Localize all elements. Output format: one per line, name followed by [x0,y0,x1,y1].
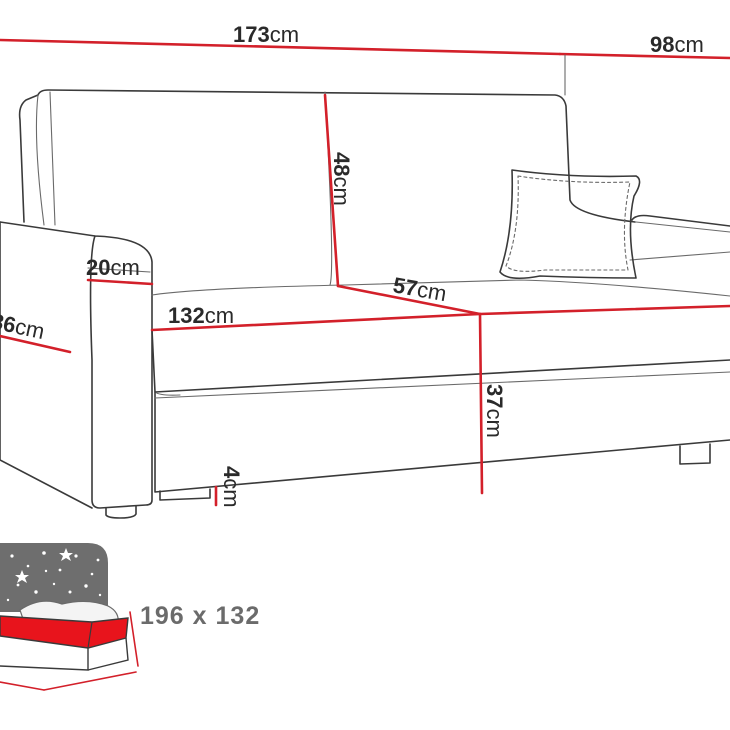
sofa-base [154,391,730,493]
dim-line-seat-width [150,312,482,332]
dim-line-seat-height [478,312,484,495]
label-seat-height: 37cm [482,384,507,438]
label-seat-depth: 57cm [391,272,448,306]
dim-line-seat-depth [336,284,482,316]
dim-line-seat-width-ext [478,304,730,316]
sofa-backrest-side [18,94,39,223]
throw-pillow [499,169,641,280]
dim-line-total-width [0,38,562,56]
label-total-height: 86cm [0,308,47,344]
label-total-depth: 98cm [650,32,704,57]
dim-line-back-height [323,93,340,288]
stars-icon [6,548,102,602]
sofa-right-arm [631,214,730,227]
sofa-front-foot-right [679,443,711,465]
night-sky-badge [0,543,108,612]
dim-line-armrest-width [86,278,154,286]
sofa-drawing [0,89,730,519]
dimension-labels: 173cm 98cm 48cm 20cm 57cm 132cm 86cm 37c… [0,22,704,508]
dim-line-total-depth [558,52,730,60]
sofa-seat [151,329,730,393]
label-total-width: 173cm [233,22,299,47]
label-back-height: 48cm [329,152,354,206]
dimension-lines [0,38,730,507]
sofa-left-foot [105,505,137,519]
dim-line-total-height [0,334,72,354]
label-armrest-width: 20cm [86,255,140,280]
mattress-icon [0,615,129,649]
label-leg-height: 4cm [219,466,244,508]
sleeping-area-size: 196 x 132 [140,602,260,630]
sofa-front-foot-left [159,488,211,501]
sofa-left-arm [0,221,153,509]
sleep-surface-icon [0,543,139,691]
label-seat-width: 132cm [168,303,234,328]
sofa-backrest [37,89,636,223]
